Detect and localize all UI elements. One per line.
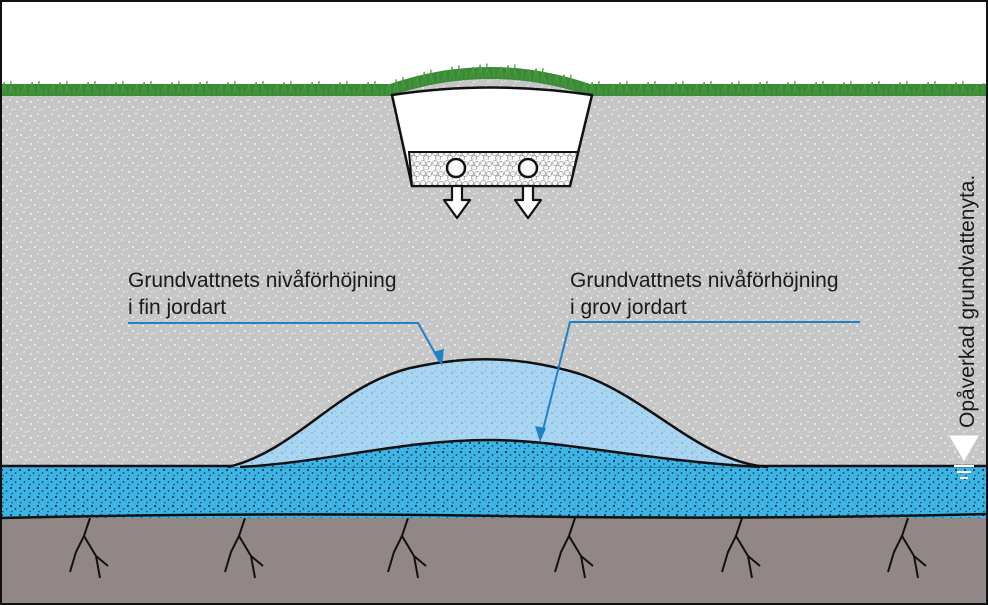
leader-fine-arrowhead [433,349,444,366]
leader-coarse [540,321,860,439]
label-coarse-line2: i grov jordart [570,296,687,319]
water-level-triangle-icon [949,435,979,461]
leader-fine [128,322,441,363]
label-unaffected: Opåverkad grundvattenyta. [956,175,979,428]
label-coarse-line1: Grundvattnets nivåförhöjning [570,269,839,292]
infiltration-arrow-right [513,184,543,220]
grass-blades [1,63,985,96]
label-fine-line2: i fin jordart [128,296,226,319]
bedrock-crack [69,517,109,579]
mound-fine-outline [227,358,769,469]
leader-coarse-arrowhead [535,426,546,442]
mound-coarse-dots [240,440,760,467]
bedrock-crack [224,517,264,579]
bedrock-top [0,512,988,520]
bedrock-crack [554,517,594,579]
bedrock-crack [887,517,927,579]
mound-coarse-outline [239,438,761,469]
soil-dots [0,77,988,470]
drain-pipe-right [517,157,539,179]
grass [0,67,988,96]
groundwater-dots [0,466,988,518]
bedrock [0,515,988,605]
bedrock-crack [721,517,761,579]
drain-pipe-left [445,157,467,179]
infiltration-arrow-left [442,184,472,220]
trench-gravel [407,151,580,187]
bedrock-cracks [69,517,927,579]
bedrock-crack [387,517,427,579]
mound-fine-dots [228,359,768,467]
label-fine-line1: Grundvattnets nivåförhöjning [128,269,397,292]
